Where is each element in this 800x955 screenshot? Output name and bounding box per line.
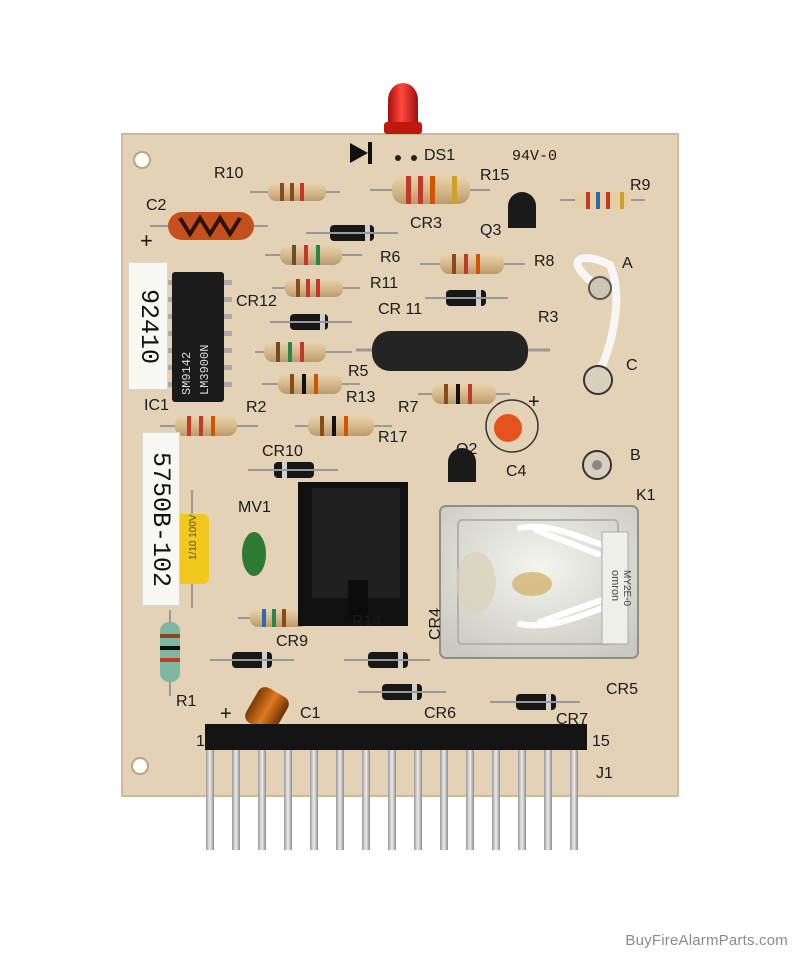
sticker-top-text: 92410 (133, 288, 163, 364)
label-cr11: CR 11 (378, 301, 422, 318)
label-mv1: MV1 (238, 499, 271, 516)
label-ic1: IC1 (144, 397, 169, 414)
label-r8: R8 (534, 253, 555, 270)
label-c: C (626, 357, 638, 374)
label-r2: R2 (246, 399, 267, 416)
ic1-chip (164, 272, 232, 402)
resistor-r2 (160, 416, 258, 436)
resistor-r1 (160, 610, 180, 696)
label-b: B (630, 447, 641, 464)
label-c4: C4 (506, 463, 527, 480)
label-r15: R15 (480, 167, 509, 184)
resistor-r11 (272, 279, 360, 297)
resistor-r7 (418, 384, 510, 404)
jumper-wire (573, 254, 621, 379)
label-k1: K1 (636, 487, 656, 504)
mounting-hole (133, 151, 151, 169)
label-ds1: DS1 (424, 147, 455, 164)
label-q2: Q2 (456, 441, 477, 458)
label-cr7: CR7 (556, 711, 588, 728)
varistor-mv1 (242, 532, 266, 576)
label-j1: J1 (596, 765, 613, 782)
mounting-hole (131, 757, 149, 775)
label-r5: R5 (348, 363, 369, 380)
label-r1: R1 (176, 693, 197, 710)
transistor-q3 (508, 192, 536, 228)
label-pin15: 15 (592, 733, 610, 750)
label-cr5: CR5 (606, 681, 638, 698)
capacitor-yellow (175, 490, 209, 608)
resistor-r10 (250, 183, 340, 201)
sticker-part-number-top: 92410 (128, 262, 168, 390)
label-r14: R14 (352, 613, 381, 630)
resistor-r8 (420, 254, 525, 274)
label-cr10: CR10 (262, 443, 303, 460)
sticker-bottom-text: 5750B-102 (146, 451, 176, 587)
capacitor-c1 (245, 687, 289, 733)
terminal-c (583, 365, 613, 395)
resistor-r13 (262, 374, 360, 394)
resistor-r5 (255, 342, 352, 362)
transistor-q2 (448, 448, 476, 482)
ic1-part-number: LM3900N (198, 345, 212, 395)
label-cr9: CR9 (276, 633, 308, 650)
label-pin1: 1 (196, 733, 205, 750)
label-r10: R10 (214, 165, 243, 182)
relay-model: MY2E-0 (621, 570, 632, 607)
label-rating: 94V-0 (512, 148, 557, 165)
resistor-r6 (265, 245, 362, 265)
label-cr4: CR4 (427, 608, 444, 640)
heatsink (298, 482, 408, 626)
terminal-a (588, 276, 612, 300)
label-r6: R6 (380, 249, 401, 266)
label-r3: R3 (538, 309, 559, 326)
relay-brand: omron (609, 570, 621, 601)
capacitor-value: 1/10 100V (188, 514, 199, 560)
resistor-r9 (560, 192, 645, 209)
label-cr6: CR6 (424, 705, 456, 722)
resistor-r17 (295, 416, 392, 436)
sticker-part-number-bottom: 5750B-102 (142, 432, 180, 606)
label-c1: C1 (300, 705, 321, 722)
led-ds1 (384, 83, 422, 134)
relay-k1 (439, 505, 639, 659)
label-r9: R9 (630, 177, 651, 194)
label-r7: R7 (398, 399, 419, 416)
label-r13: R13 (346, 389, 375, 406)
label-q3: Q3 (480, 222, 501, 239)
power-resistor-r3 (356, 331, 550, 371)
capacitor-c4 (494, 414, 522, 442)
resistor-r15 (370, 176, 490, 204)
label-c2: C2 (146, 197, 167, 214)
diode-symbol-icon (350, 143, 368, 163)
label-c4-plus: + (528, 391, 540, 413)
label-a: A (622, 255, 633, 272)
ic1-marking: SM9142 (180, 352, 194, 395)
label-c2-plus: + (140, 228, 153, 253)
label-r17: R17 (378, 429, 407, 446)
label-cr12: CR12 (236, 293, 277, 310)
label-c1-plus: + (220, 703, 232, 725)
label-r11: R11 (370, 275, 398, 292)
watermark: BuyFireAlarmParts.com (625, 932, 788, 949)
capacitor-c2 (150, 212, 268, 240)
connector-j1 (205, 724, 587, 850)
label-cr3: CR3 (410, 215, 442, 232)
